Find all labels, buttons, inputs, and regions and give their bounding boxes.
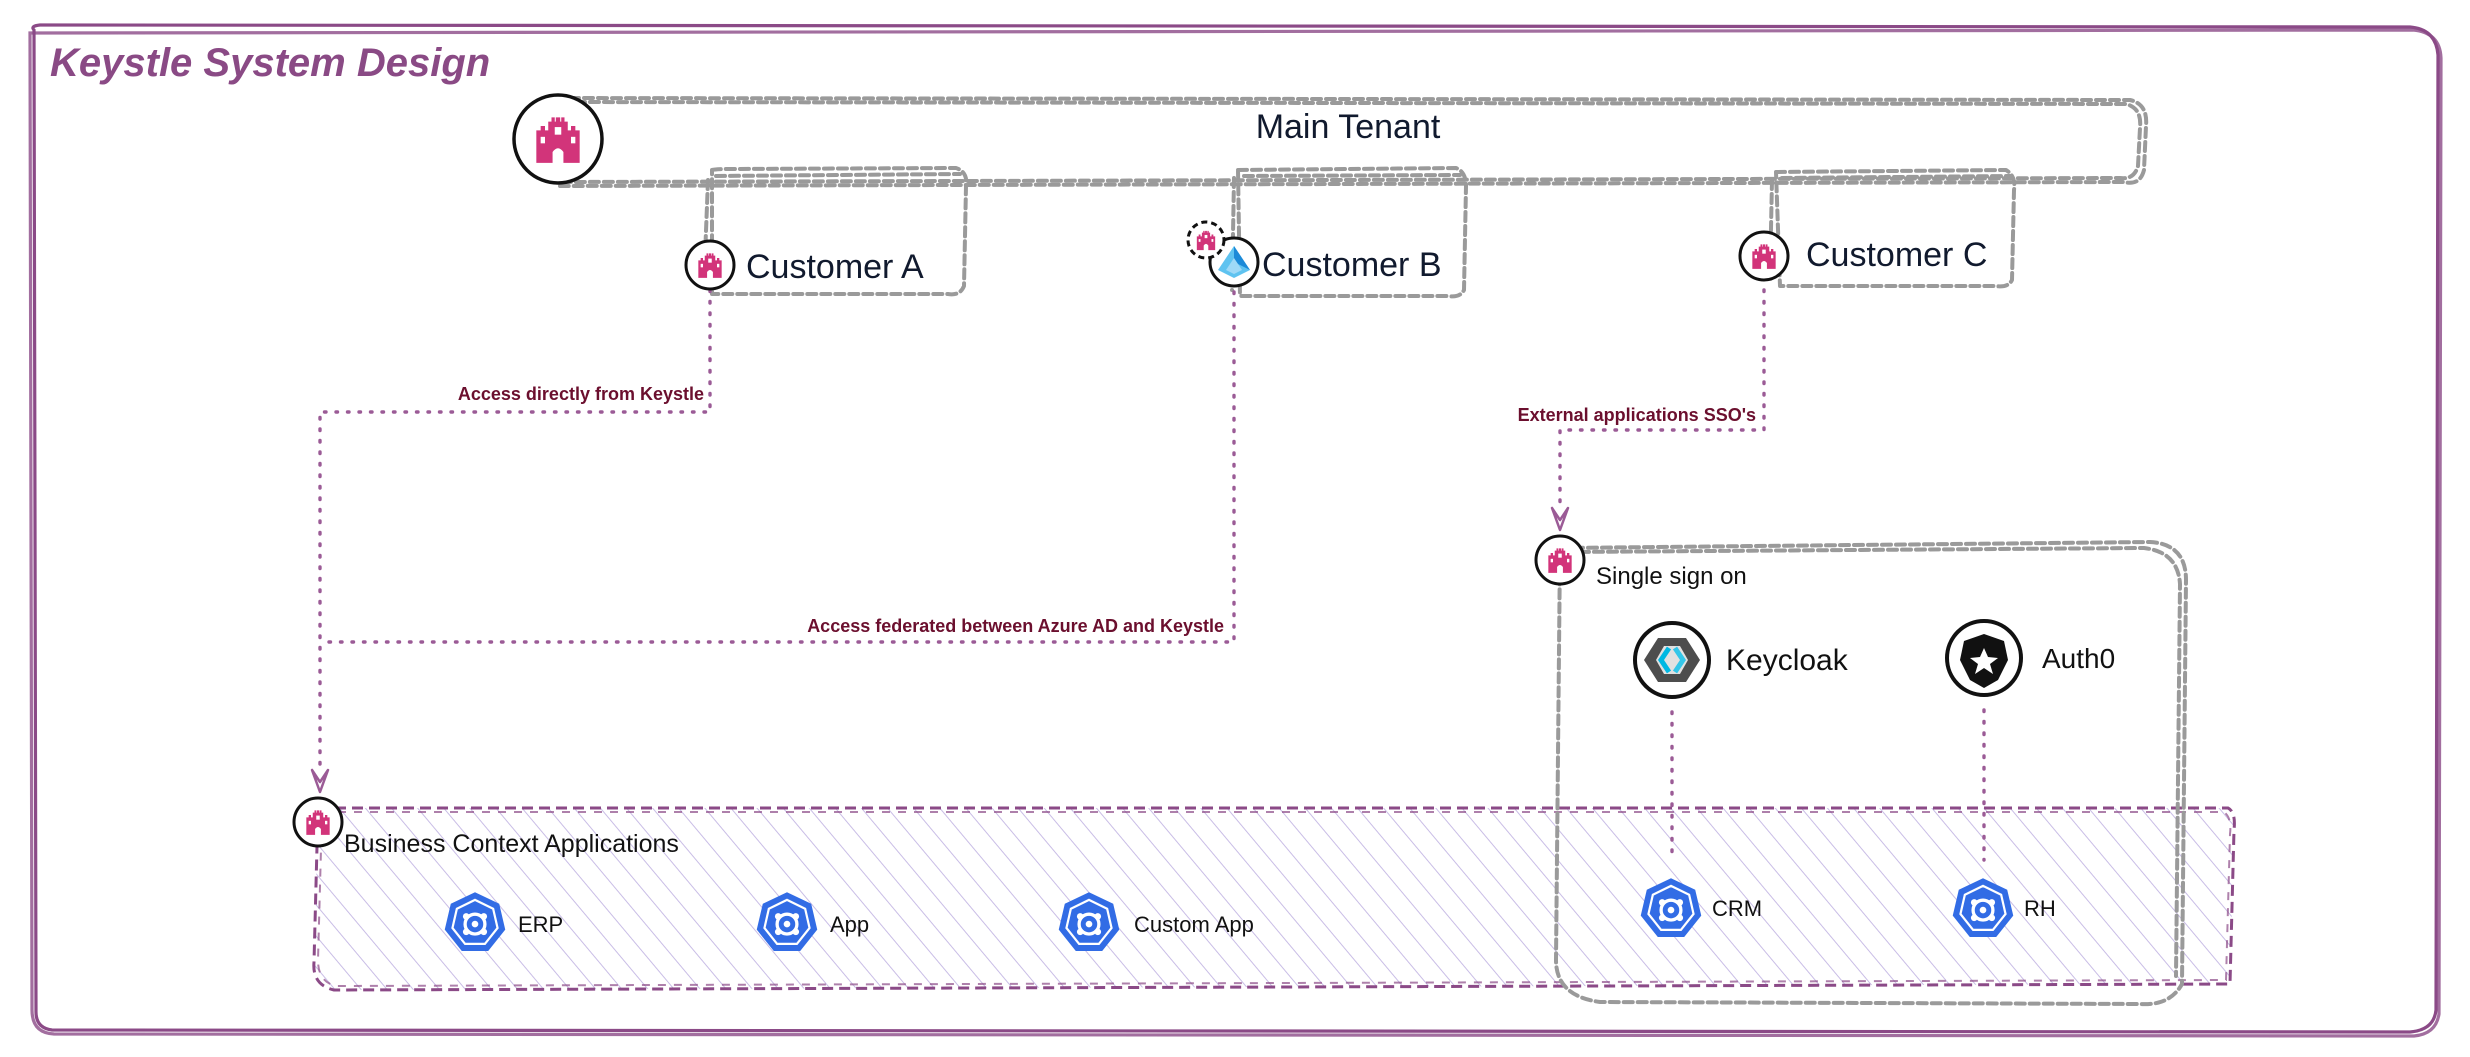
main-tenant-group [554,96,2149,188]
customer-a-label: Customer A [746,248,924,286]
customer-a-node[interactable] [684,239,736,291]
edge-label-access-direct: Access directly from Keystle [458,384,704,404]
edge-label-external-sso: External applications SSO's [1518,405,1756,425]
app-custom-app[interactable]: Custom App [1057,890,1254,953]
customer-b-label: Customer B [1262,246,1442,284]
app-app[interactable]: App [755,890,869,953]
keycloak-node[interactable] [1633,621,1711,699]
single-sign-on-label: Single sign on [1596,563,1747,590]
app-label: CRM [1712,896,1762,921]
main-tenant-label: Main Tenant [1256,108,1441,146]
keycloak-icon [1644,638,1700,682]
business-context-label: Business Context Applications [344,830,679,858]
auth0-node[interactable] [1945,619,2023,697]
keycloak-label: Keycloak [1726,644,1849,677]
diagram-title: Keystle System Design [50,41,490,85]
outer-frame [28,23,2443,1038]
connectors [318,288,1986,862]
azure-ad-icon [1218,246,1250,278]
app-rh[interactable]: RH [1951,876,2056,939]
single-sign-on-node[interactable] [1534,534,1586,586]
app-label: RH [2024,896,2056,921]
auth0-label: Auth0 [2042,643,2115,674]
main-tenant-node[interactable] [512,93,604,185]
business-context-node[interactable] [292,796,344,848]
customer-c-node[interactable] [1738,230,1790,282]
edge-label-access-federated: Access federated between Azure AD and Ke… [807,616,1224,636]
app-crm[interactable]: CRM [1639,876,1762,939]
customer-c-label: Customer C [1806,236,1987,274]
auth0-icon [1960,634,2008,688]
arrowhead-business [310,768,330,794]
customer-b-node[interactable] [1186,220,1260,288]
app-label: Custom App [1134,912,1254,937]
single-sign-on-group [1554,540,2188,1007]
app-label: App [830,912,869,937]
app-erp[interactable]: ERP [443,890,564,953]
app-label: ERP [518,912,563,937]
arrowhead-sso [1550,506,1570,532]
